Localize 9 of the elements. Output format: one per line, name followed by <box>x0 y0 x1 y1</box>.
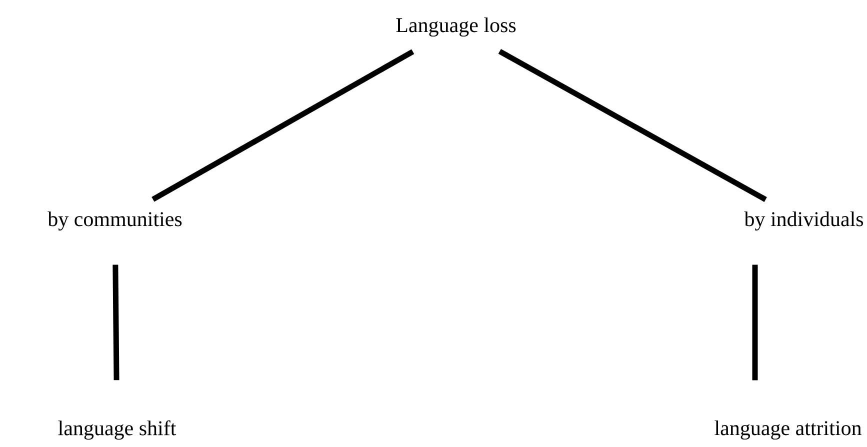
connector-line <box>152 49 414 202</box>
connector-line <box>752 264 758 380</box>
node-label: by communities <box>48 211 182 231</box>
node-label: by individuals <box>744 211 864 231</box>
connector-line <box>112 264 120 380</box>
node-label: Language loss <box>396 17 516 37</box>
connector-line <box>498 48 767 202</box>
node-label: language shift <box>58 420 176 440</box>
node-label: language attrition <box>714 420 862 440</box>
